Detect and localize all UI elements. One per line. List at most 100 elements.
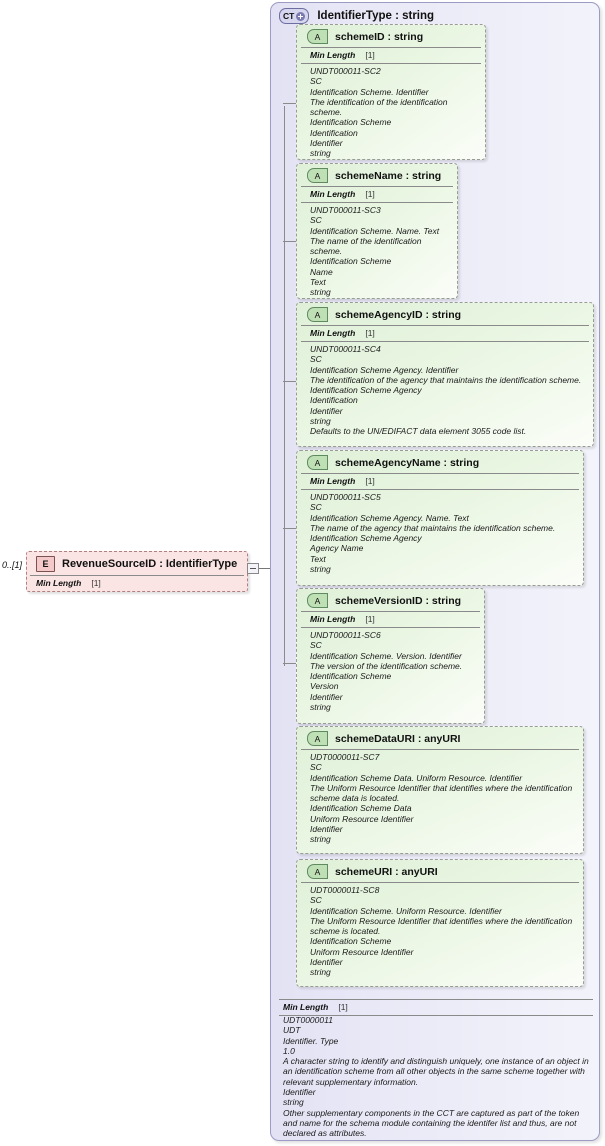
doc-line: Identifier xyxy=(310,691,343,702)
attribute-header: A schemeName : string xyxy=(301,166,453,187)
doc-line: Identification Scheme xyxy=(310,671,392,682)
doc-line: The Uniform Resource Identifier that ide… xyxy=(310,915,575,937)
doc-line: The name of the agency that maintains th… xyxy=(310,522,556,533)
doc-line: Identification Scheme xyxy=(310,256,392,267)
doc-line: 1.0 xyxy=(283,1045,295,1056)
doc-line: Identification Scheme Agency. Name. Text xyxy=(310,512,469,523)
doc-line: UDT0000011-SC8 xyxy=(310,885,380,895)
doc-line: Identification Scheme Agency xyxy=(310,385,422,396)
element-node-revenue-source-id[interactable]: E RevenueSourceID : IdentifierType Min L… xyxy=(26,551,248,592)
attribute-badge-icon: A xyxy=(307,864,328,879)
attribute-title: schemeVersionID : string xyxy=(335,594,462,607)
doc-line: Uniform Resource Identifier xyxy=(310,813,414,824)
attribute-documentation: UNDT000011-SC5 SC Identification Scheme … xyxy=(301,490,579,578)
doc-line: Identifier xyxy=(310,405,343,416)
doc-line: string xyxy=(310,702,331,713)
complex-type-badge-icon: CT xyxy=(279,8,310,24)
complex-type-facet-row: Min Length [1] xyxy=(279,999,593,1016)
doc-line: Identification Scheme. Version. Identifi… xyxy=(310,650,462,661)
attribute-title: schemeAgencyName : string xyxy=(335,456,480,469)
attribute-documentation: UDT0000011-SC8 SC Identification Scheme.… xyxy=(301,883,579,982)
attribute-documentation: UDT0000011-SC7 SC Identification Scheme … xyxy=(301,750,579,849)
attribute-facet-value: [1] xyxy=(365,476,375,486)
attribute-facet-name: Min Length xyxy=(310,189,356,199)
doc-line: Text xyxy=(310,277,326,288)
doc-line: Identification Scheme xyxy=(310,117,392,128)
doc-line: Identifier xyxy=(310,957,343,968)
element-facet-value: [1] xyxy=(91,578,101,588)
attribute-box-schemename[interactable]: A schemeName : string Min Length [1] UNDT… xyxy=(296,163,458,299)
attribute-facet-value: [1] xyxy=(365,189,375,199)
attribute-header: A schemeAgencyName : string xyxy=(301,453,579,474)
complex-type-header: CT IdentifierType : string xyxy=(271,3,599,30)
doc-line: Identification Scheme Data xyxy=(310,803,412,814)
attribute-facet-name: Min Length xyxy=(310,328,356,338)
doc-line: UNDT000011-SC5 xyxy=(310,492,381,502)
attribute-box-schemeversionid[interactable]: A schemeVersionID : string Min Length[1]… xyxy=(296,588,485,724)
doc-line: string xyxy=(283,1097,304,1108)
doc-line: Uniform Resource Identifier xyxy=(310,946,414,957)
doc-line: Defaults to the UN/EDIFACT data element … xyxy=(310,426,527,437)
attribute-documentation: UNDT000011-SC4 SC Identification Scheme … xyxy=(301,342,589,441)
doc-line: Other supplementary components in the CC… xyxy=(283,1107,582,1139)
doc-line: string xyxy=(310,834,331,845)
doc-line: UDT0000011-SC7 xyxy=(310,752,380,762)
attribute-header: A schemeDataURI : anyURI xyxy=(301,729,579,750)
attribute-documentation: UNDT000011-SC3 SC Identification Scheme.… xyxy=(301,203,453,302)
element-node-title: RevenueSourceID : IdentifierType xyxy=(62,558,238,570)
attribute-box-schemedatauri[interactable]: A schemeDataURI : anyURI UDT0000011-SC7 … xyxy=(296,726,584,854)
doc-line: Version xyxy=(310,681,339,692)
doc-line: The Uniform Resource Identifier that ide… xyxy=(310,782,575,804)
attribute-badge-icon: A xyxy=(307,731,328,746)
attribute-badge-icon: A xyxy=(307,168,328,183)
doc-line: Identification Scheme Agency xyxy=(310,533,422,544)
doc-line: string xyxy=(310,416,331,427)
attribute-header: A schemeID : string xyxy=(301,27,481,48)
attribute-box-schemeagencyid[interactable]: A schemeAgencyID : string Min Length[1] … xyxy=(296,302,594,447)
attribute-box-schemeagencyname[interactable]: A schemeAgencyName : string Min Length [1… xyxy=(296,450,584,586)
attribute-header: A schemeURI : anyURI xyxy=(301,862,579,883)
doc-line: Identification Scheme. Uniform Resource.… xyxy=(310,905,502,916)
attribute-facet-row: Min Length[1] xyxy=(301,612,480,628)
doc-line: Identification Scheme Agency. Identifier xyxy=(310,364,459,375)
doc-line: Text xyxy=(310,553,326,564)
complex-type-facet-value: [1] xyxy=(338,1002,348,1012)
doc-line: Identification xyxy=(310,395,358,406)
plus-circle-icon[interactable] xyxy=(296,11,306,21)
doc-line: Agency Name xyxy=(310,543,364,554)
attribute-box-schemeuri[interactable]: A schemeURI : anyURI UDT0000011-SC8 SC I… xyxy=(296,859,584,987)
attribute-badge-icon: A xyxy=(307,307,328,322)
attribute-facet-row: Min Length [1] xyxy=(301,187,453,203)
attribute-facet-name: Min Length xyxy=(310,476,356,486)
element-badge-icon: E xyxy=(36,556,55,572)
attribute-badge-icon: A xyxy=(307,593,328,608)
doc-line: UNDT000011-SC6 xyxy=(310,630,381,640)
element-node-header: E RevenueSourceID : IdentifierType xyxy=(30,554,244,576)
connector-line-horizontal xyxy=(259,568,271,569)
element-facet-name: Min Length xyxy=(36,578,82,588)
doc-line: string xyxy=(310,287,331,298)
doc-line: Identifier xyxy=(310,138,343,149)
attribute-badge-icon: A xyxy=(307,455,328,470)
complex-type-title: IdentifierType : string xyxy=(317,10,435,22)
attribute-facet-value: [1] xyxy=(365,50,375,60)
tree-rail-branch xyxy=(283,381,296,382)
tree-rail-vertical xyxy=(284,106,285,666)
expand-collapse-toggle[interactable] xyxy=(247,563,259,574)
attribute-facet-row: Min Length [1] xyxy=(301,474,579,490)
doc-line: The identification of the identification… xyxy=(310,96,450,118)
tree-rail-branch xyxy=(283,241,296,242)
attribute-box-schemeid[interactable]: A schemeID : string Min Length[1] UNDT00… xyxy=(296,24,486,160)
attribute-title: schemeID : string xyxy=(335,30,424,43)
doc-line: Identification Scheme Data. Uniform Reso… xyxy=(310,772,523,783)
doc-line: UNDT000011-SC3 xyxy=(310,205,381,215)
doc-line: SC xyxy=(310,354,322,365)
doc-line: Identification Scheme. Name. Text xyxy=(310,225,440,236)
doc-line: The name of the identification scheme. xyxy=(310,235,424,257)
attribute-documentation: UNDT000011-SC2 SC Identification Scheme.… xyxy=(301,64,481,163)
complex-type-facet-name: Min Length xyxy=(283,1002,329,1012)
doc-line: string xyxy=(310,148,331,159)
attribute-facet-name: Min Length xyxy=(310,614,356,624)
doc-line: Identifier xyxy=(283,1087,316,1098)
doc-line: SC xyxy=(310,76,322,87)
